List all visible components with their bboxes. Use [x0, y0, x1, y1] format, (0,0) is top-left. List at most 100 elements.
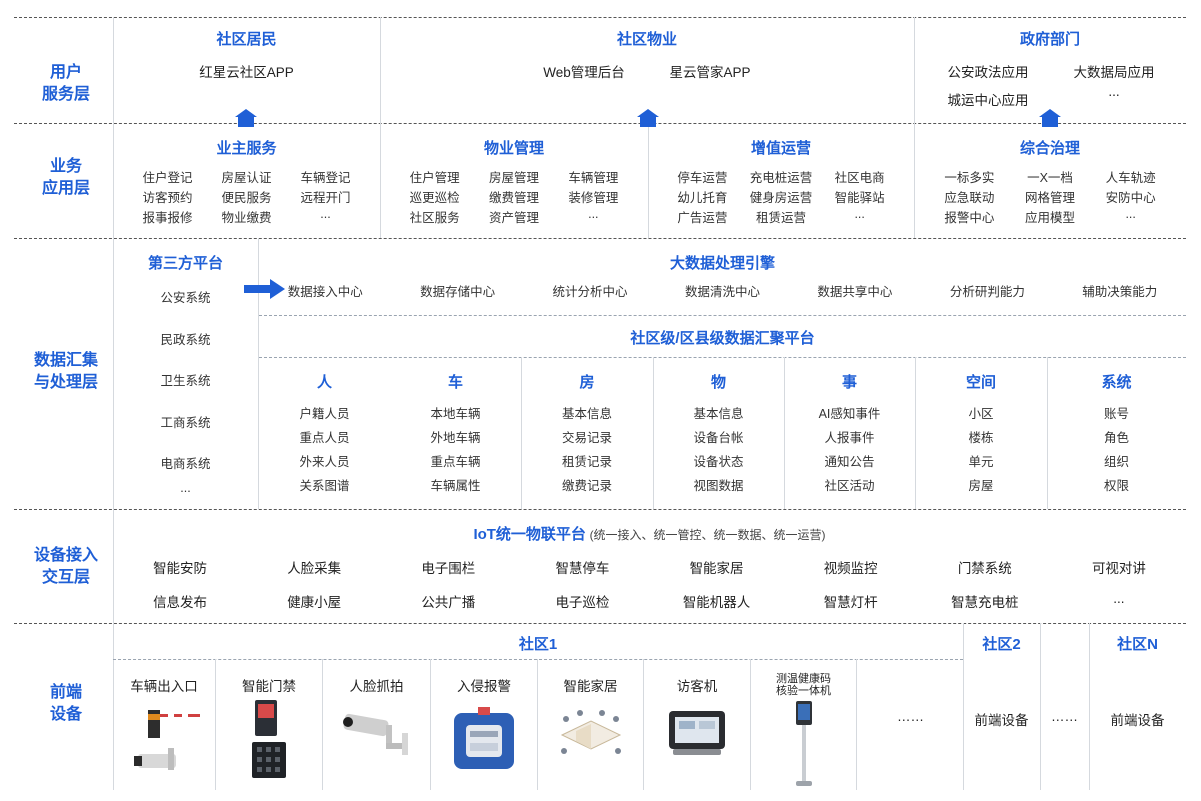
- category-title: 系统: [1101, 374, 1132, 391]
- engine-item: 数据共享中心: [817, 285, 893, 299]
- house-icon: [235, 109, 257, 127]
- biz-item: 缴费管理: [488, 191, 539, 205]
- biz-item: ...: [854, 207, 865, 221]
- category-item: 人报事件: [824, 431, 875, 445]
- iot-capability: 智慧充电桩: [951, 595, 1019, 610]
- biz-item: 报警中心: [944, 211, 995, 225]
- biz-item: ...: [320, 207, 331, 221]
- biz-item: 停车运营: [677, 171, 728, 185]
- category-title: 空间: [965, 374, 996, 391]
- biz-item: 一标多实: [944, 171, 995, 185]
- communityN-front-device: 前端设备: [1110, 713, 1165, 728]
- category-title: 事: [841, 374, 857, 391]
- biz-item: 资产管理: [488, 211, 539, 225]
- house-icon: [1039, 109, 1061, 127]
- device-card-health-code: 测温健康码 核验一体机: [750, 659, 856, 790]
- third-party-item: 卫生系统: [160, 374, 211, 388]
- biz-item: 装修管理: [568, 191, 619, 205]
- third-party-item: 工商系统: [160, 415, 211, 430]
- access-panel-icon: [252, 700, 286, 778]
- house-icon: [637, 109, 659, 127]
- category-item: 单元: [968, 455, 994, 469]
- biz-item: 报事报修: [142, 211, 193, 225]
- gov-item-1: 公安政法应用: [947, 65, 1029, 80]
- engine-title: 大数据处理引擎: [669, 255, 775, 272]
- divider-user-business: [14, 123, 1186, 124]
- front-sep-c2: [963, 623, 964, 790]
- category-item: 交易记录: [561, 431, 612, 445]
- front-sep-ellipsis: [1040, 623, 1041, 790]
- category-item: 设备状态: [693, 455, 744, 469]
- iot-capability: 电子巡检: [555, 595, 610, 610]
- biz-item: 网格管理: [1024, 191, 1075, 205]
- gov-item-4: ...: [1108, 84, 1120, 99]
- category-item: 重点车辆: [430, 455, 481, 469]
- third-party-item: 民政系统: [160, 332, 211, 347]
- device-name: 测温健康码 核验一体机: [776, 673, 831, 697]
- biz-item: 社区电商: [834, 171, 885, 185]
- category-item: 小区: [968, 407, 994, 421]
- device-card-face-capture: 人脸抓拍: [322, 659, 430, 790]
- iot-capability: 智能安防: [153, 561, 208, 576]
- community1-title: 社区1: [518, 636, 558, 653]
- communityN-title: 社区N: [1117, 636, 1158, 653]
- biz-sep-3: [914, 123, 915, 238]
- category-item: 角色: [1103, 431, 1129, 445]
- biz-item: 社区服务: [409, 211, 460, 225]
- iot-capability: 智能家居: [689, 561, 744, 576]
- layer-label-data: 数据汇集 与处理层: [33, 352, 98, 391]
- gov-item-2: 大数据局应用: [1073, 65, 1155, 80]
- device-name: 智能门禁: [242, 679, 296, 694]
- device-name: 车辆出入口: [130, 679, 198, 694]
- layer-label-device: 设备接入 交互层: [33, 547, 98, 586]
- biz-item: 安防中心: [1105, 191, 1156, 205]
- category-item: 车辆属性: [430, 479, 481, 493]
- cat-sep-1: [521, 357, 522, 509]
- category-item: 账号: [1103, 407, 1129, 421]
- category-item: 设备台帐: [693, 431, 744, 445]
- owner-service-title: 业主服务: [216, 140, 277, 157]
- property-web: Web管理后台: [543, 65, 625, 80]
- gov-title: 政府部门: [1019, 31, 1080, 48]
- category-item: 权限: [1103, 479, 1129, 493]
- device-name: 入侵报警: [457, 679, 511, 694]
- biz-item: ...: [588, 207, 599, 221]
- divider-data-device: [14, 509, 1186, 510]
- cat-sep-3: [784, 357, 785, 509]
- iot-capability: 门禁系统: [957, 561, 1012, 576]
- category-item: 基本信息: [561, 407, 612, 421]
- engine-item: 分析研判能力: [949, 285, 1025, 299]
- third-party-item: 公安系统: [160, 291, 211, 305]
- category-item: 视图数据: [693, 479, 744, 493]
- category-item: 基本信息: [693, 407, 744, 421]
- category-item: 组织: [1103, 455, 1129, 469]
- category-item: 楼栋: [968, 431, 994, 445]
- biz-item: 人车轨迹: [1105, 171, 1156, 185]
- iot-capability: 人脸采集: [287, 561, 342, 576]
- device-card-visitor-machine: 访客机: [643, 659, 750, 790]
- iot-capability: 电子围栏: [421, 561, 476, 576]
- device-name: 智能家居: [563, 679, 618, 694]
- resident-app: 红星云社区APP: [199, 65, 294, 80]
- value-ops-title: 增值运营: [750, 140, 811, 157]
- cat-sep-2: [653, 357, 654, 509]
- category-item: 社区活动: [824, 479, 875, 493]
- more-devices-ellipsis: ……: [897, 709, 924, 724]
- device-card-vehicle-gate: 车辆出入口: [113, 659, 215, 790]
- category-title: 车: [447, 374, 463, 391]
- category-item: 关系图谱: [299, 479, 350, 493]
- layer-label-front: 前端 设备: [49, 684, 82, 723]
- between-communities-ellipsis: ……: [1051, 709, 1078, 724]
- user-sep-1: [380, 17, 381, 123]
- governance-title: 综合治理: [1019, 140, 1080, 157]
- biz-item: 远程开门: [300, 191, 351, 205]
- iot-capability: 健康小屋: [287, 595, 342, 610]
- biz-item: 应急联动: [944, 191, 995, 205]
- kiosk-icon: [669, 711, 725, 755]
- alarm-box-icon: [454, 707, 514, 769]
- iot-capability: 智能机器人: [682, 595, 751, 610]
- device-name: 访客机: [676, 679, 718, 694]
- category-item: AI感知事件: [818, 407, 881, 421]
- biz-item: 巡更巡检: [409, 191, 460, 205]
- iot-capability: ...: [1113, 591, 1125, 606]
